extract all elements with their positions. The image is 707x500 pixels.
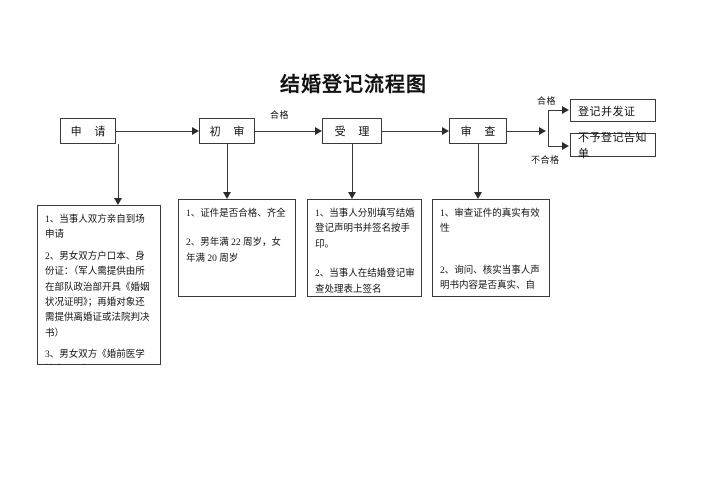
connector-apply-to-initial	[116, 131, 192, 132]
detail-box-apply: 1、当事人双方亲自到场申请 2、男女双方户口本、身份证：（军人需提供由所在部队政…	[37, 205, 161, 365]
connector-accept-to-review	[382, 131, 442, 132]
stage-box-initial-review[interactable]: 初 审	[199, 118, 255, 144]
detail-line: 1、审查证件的真实有效性	[440, 209, 540, 235]
result-box-refusal-notice[interactable]: 不予登记告知单	[570, 132, 656, 160]
result-label-refusal-notice: 不予登记告知单	[578, 132, 647, 160]
stage-box-examination[interactable]: 审 查	[449, 118, 507, 144]
arrow-accept-details-icon	[348, 192, 356, 199]
result-box-issue-certificate[interactable]: 登记并发证	[570, 99, 656, 122]
edge-label-branch-fail: 不合格	[531, 155, 560, 165]
detail-line: 2、询问、核实当事人声明书内容是否真实、自愿	[440, 265, 540, 292]
connector-accept-to-details	[352, 144, 353, 192]
arrow-review-to-branch-icon	[539, 127, 546, 135]
connector-review-to-branch	[507, 131, 539, 132]
stage-label-acceptance: 受 理	[334, 126, 375, 138]
detail-box-examination: 1、审查证件的真实有效性 2、询问、核实当事人声明书内容是否真实、自愿	[432, 199, 550, 297]
detail-line: 1、当事人双方亲自到场申请	[45, 215, 145, 241]
arrow-branch-fail-icon	[562, 142, 569, 150]
stage-label-apply: 申 请	[70, 126, 111, 138]
connector-apply-to-details	[118, 144, 119, 198]
edge-label-branch-pass: 合格	[537, 96, 557, 106]
page-title: 结婚登记流程图	[280, 74, 427, 96]
connector-review-to-details	[478, 144, 479, 192]
branch-trunk-line	[548, 110, 549, 146]
arrow-apply-to-initial-icon	[192, 127, 199, 135]
arrow-branch-pass-icon	[562, 106, 569, 114]
arrow-initial-details-icon	[223, 192, 231, 199]
detail-line: 1、当事人分别填写结婚登记声明书并签名按手印。	[315, 209, 415, 250]
detail-line: 1、证件是否合格、齐全	[186, 209, 286, 219]
stage-box-acceptance[interactable]: 受 理	[322, 118, 382, 144]
arrow-review-details-icon	[474, 192, 482, 199]
connector-branch-fail	[548, 146, 563, 147]
arrow-apply-details-icon	[114, 198, 122, 205]
stage-label-initial-review: 初 审	[209, 126, 250, 138]
detail-line: 3、男女双方《婚前医学检查证明》	[45, 350, 145, 360]
arrow-initial-to-accept-icon	[315, 127, 322, 135]
stage-box-apply[interactable]: 申 请	[60, 118, 116, 144]
arrow-accept-to-review-icon	[442, 127, 449, 135]
result-label-issue-certificate: 登记并发证	[578, 105, 636, 118]
detail-box-initial-review: 1、证件是否合格、齐全 2、男年满 22 周岁，女年满 20 周岁	[178, 199, 296, 297]
connector-branch-pass	[548, 110, 563, 111]
detail-line: 2、当事人在结婚登记审查处理表上签名	[315, 269, 415, 295]
connector-initial-to-accept	[255, 131, 315, 132]
stage-label-examination: 审 查	[460, 126, 501, 138]
detail-line: 2、男女双方户口本、身份证：（军人需提供由所在部队政治部开具《婚姻状况证明》；再…	[45, 251, 150, 339]
detail-box-acceptance: 1、当事人分别填写结婚登记声明书并签名按手印。 2、当事人在结婚登记审查处理表上…	[307, 199, 422, 297]
connector-initial-to-details	[227, 144, 228, 192]
detail-line: 2、男年满 22 周岁，女年满 20 周岁	[186, 238, 282, 264]
edge-label-initial-pass: 合格	[270, 110, 290, 120]
